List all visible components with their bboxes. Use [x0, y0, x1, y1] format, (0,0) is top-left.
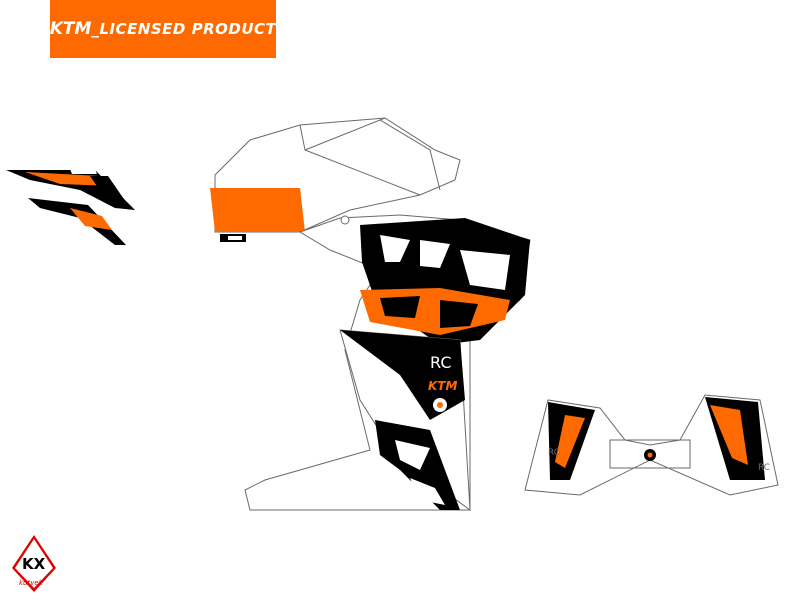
banner-suffix: _LICENSED PRODUCT [91, 20, 277, 38]
banner-label: KTM_LICENSED PRODUCT [50, 19, 277, 39]
fairing-rc-mark: RC [430, 353, 452, 372]
small-side-decal-top [6, 169, 135, 210]
tank-pad-rc-right: RC [758, 463, 770, 473]
kutvek-logo-text: KX [22, 555, 46, 573]
upper-fairing [210, 117, 461, 242]
main-side-fairing: RC KTM [244, 214, 531, 512]
fairing-ktm-mark: KTM [428, 379, 457, 393]
tank-pad-set: RC RC [524, 394, 779, 496]
kutvek-logo-icon: KX kutvek [12, 535, 56, 592]
kutvek-logo-subtext: kutvek [19, 579, 44, 587]
tank-pad-rc-left: RC [548, 448, 560, 458]
licensed-product-banner: KTM_LICENSED PRODUCT [50, 0, 276, 58]
small-side-decal-bottom [28, 198, 126, 245]
banner-brand: KTM [49, 19, 92, 39]
